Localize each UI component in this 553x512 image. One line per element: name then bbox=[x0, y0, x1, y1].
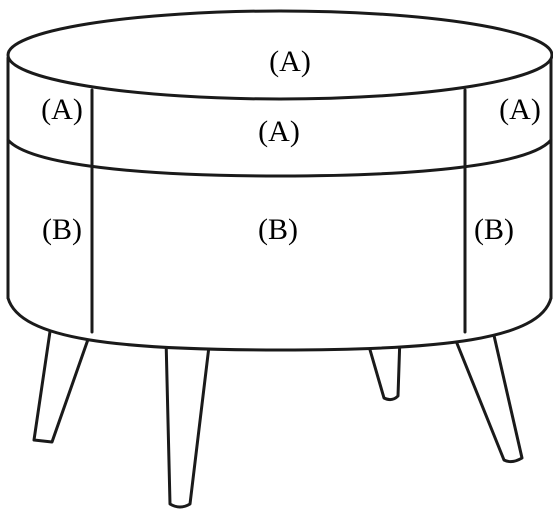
ottoman-body bbox=[6, 9, 553, 352]
label-band-right: (A) bbox=[499, 93, 541, 126]
label-body-center: (B) bbox=[258, 213, 298, 246]
leg-front-right bbox=[448, 316, 524, 464]
top-cushion-outline bbox=[6, 9, 553, 101]
body-bottom-edge bbox=[6, 296, 553, 352]
band-divider-line bbox=[6, 138, 553, 178]
leg-front-center bbox=[164, 336, 212, 509]
labels: (A) (A) (A) (A) (B) (B) (B) bbox=[41, 45, 541, 246]
label-band-center: (A) bbox=[258, 115, 300, 148]
label-top: (A) bbox=[269, 45, 311, 78]
label-body-right: (B) bbox=[474, 213, 514, 246]
legs bbox=[32, 316, 524, 509]
leg-back-right bbox=[364, 334, 402, 402]
body-fill bbox=[8, 58, 551, 350]
label-band-left: (A) bbox=[41, 93, 83, 126]
label-body-left: (B) bbox=[42, 213, 82, 246]
